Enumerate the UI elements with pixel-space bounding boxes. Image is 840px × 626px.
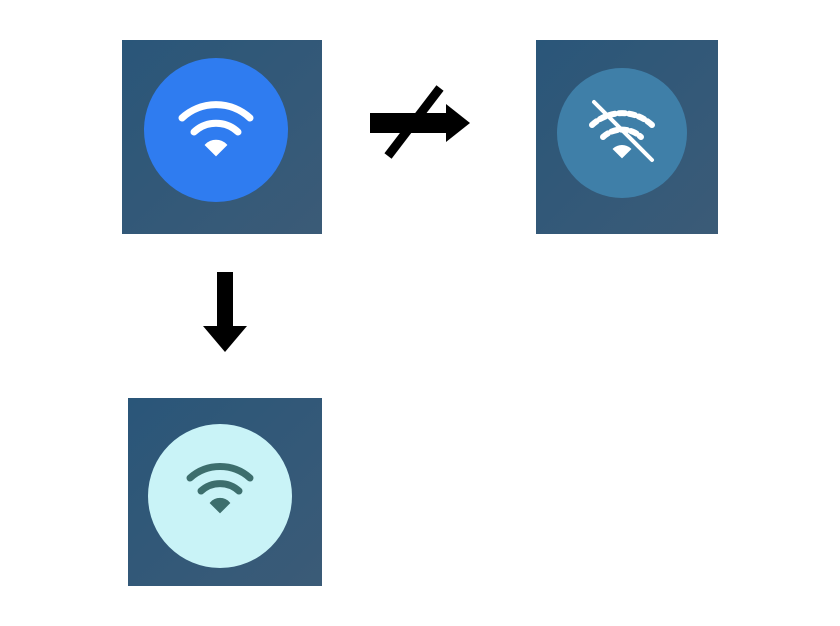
wifi-on-tile [122, 40, 322, 234]
toggle-circle[interactable] [557, 68, 687, 198]
wifi-light-tile [128, 398, 322, 586]
arrow-down-icon [203, 272, 247, 352]
wifi-off-tile-graphic [536, 40, 718, 234]
cross-out-slash [384, 85, 444, 159]
toggle-circle[interactable] [144, 58, 288, 202]
blocked-transition-arrow [370, 85, 470, 159]
allowed-transition-arrow [203, 272, 247, 352]
wifi-light-tile-graphic [128, 398, 322, 586]
wifi-icon [186, 463, 254, 514]
wifi-icon [178, 101, 254, 157]
wifi-on-tile-graphic [122, 40, 322, 234]
wifi-off-tile [536, 40, 718, 234]
toggle-circle[interactable] [148, 424, 292, 568]
wifi-off-icon [589, 100, 655, 162]
